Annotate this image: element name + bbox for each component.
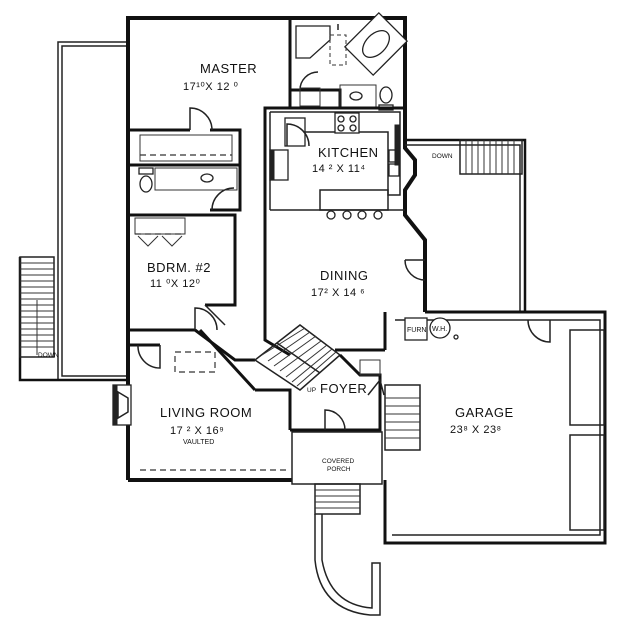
master-dims: 17¹⁰X 12 ⁰ xyxy=(183,81,238,93)
living-name: LIVING ROOM xyxy=(160,405,252,420)
garage-dims: 23⁸ X 23⁸ xyxy=(450,424,502,436)
kitchen-interior xyxy=(265,106,405,220)
garage-walls xyxy=(383,310,607,545)
garage-name: GARAGE xyxy=(455,405,514,420)
porch-name-line1: COVERED xyxy=(322,458,354,465)
bdrm2-interior xyxy=(128,213,237,332)
master-name: MASTER xyxy=(200,61,257,76)
exterior-walls xyxy=(126,16,527,482)
porch-name-line2: PORCH xyxy=(327,466,351,473)
right-stairs[interactable] xyxy=(459,139,523,175)
furn-label: FURN xyxy=(407,327,426,334)
right-deck xyxy=(405,144,521,312)
down-label-right: DOWN xyxy=(432,153,453,160)
bdrm2-dims: 11 ⁰X 12⁰ xyxy=(150,278,201,290)
dining-dims: 17² X 14 ⁶ xyxy=(311,287,365,299)
foyer-name: FOYER xyxy=(320,381,367,396)
down-label-left: DOWN xyxy=(38,352,59,359)
living-dims: 17 ² X 16⁹ xyxy=(170,425,224,437)
room-labels: MASTER 17¹⁰X 12 ⁰ KITCHEN 14 ² X 11⁴ BDR… xyxy=(147,61,514,473)
foyer-interior xyxy=(290,353,385,432)
left-stairs[interactable] xyxy=(19,256,55,358)
kitchen-dims: 14 ² X 11⁴ xyxy=(312,163,366,175)
up-label: UP xyxy=(307,387,316,394)
hall-walls xyxy=(194,210,291,362)
bdrm2-name: BDRM. #2 xyxy=(147,260,211,275)
dining-interior xyxy=(335,259,426,352)
kitchen-name: KITCHEN xyxy=(318,145,379,160)
dining-name: DINING xyxy=(320,268,369,283)
living-interior xyxy=(112,328,292,471)
master-interior xyxy=(128,11,409,212)
living-note: VAULTED xyxy=(183,439,214,446)
front-stairs[interactable] xyxy=(314,483,381,616)
wh-label: W.H. xyxy=(432,326,447,333)
